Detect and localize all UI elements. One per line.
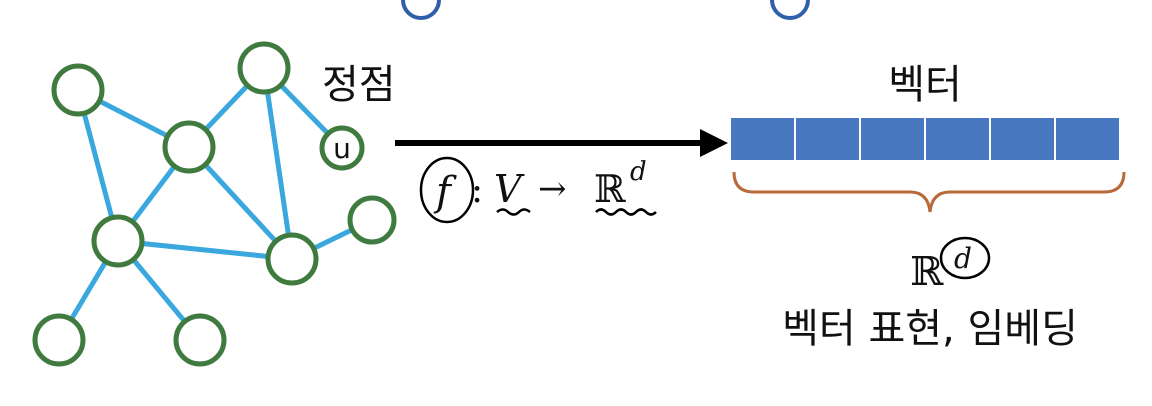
- function-symbol: f: [433, 169, 457, 215]
- vector-title: 벡터: [888, 62, 962, 108]
- graph-node: [162, 120, 216, 174]
- domain-symbol: V: [494, 167, 525, 211]
- circle-mark-left: [401, 0, 441, 20]
- graph-node: [265, 232, 319, 286]
- dimension-circle-mark: [939, 236, 991, 280]
- codomain-exponent: d: [630, 157, 647, 187]
- graph-node-u: [319, 125, 365, 171]
- vector-cell: [729, 116, 796, 162]
- graph-node: [32, 313, 86, 367]
- colon-symbol: :: [471, 170, 483, 211]
- domain-underline-mark: [496, 208, 531, 216]
- vector-bar: [729, 116, 1121, 162]
- graph-node: [173, 313, 227, 367]
- vector-cell: [794, 116, 861, 162]
- function-circle-mark: [419, 156, 475, 224]
- vector-cell: [924, 116, 991, 162]
- vector-space-label: ℝ d: [910, 236, 991, 295]
- graph-node: [51, 63, 105, 117]
- mapping-arrow: [395, 129, 728, 157]
- space-symbol: ℝ: [910, 249, 944, 295]
- vector-caption: 벡터 표현, 임베딩: [782, 306, 1078, 352]
- mapping-formula: f : V → ℝ d: [419, 156, 657, 224]
- codomain-underline-mark: [595, 208, 657, 216]
- vector-cell: [859, 116, 926, 162]
- graph-node: [237, 41, 291, 95]
- circle-mark-right: [770, 0, 810, 20]
- vector-cell: [989, 116, 1056, 162]
- arrow-symbol: →: [538, 169, 567, 209]
- space-exponent: d: [954, 242, 972, 275]
- codomain-symbol: ℝ: [594, 167, 626, 211]
- graph-node: [347, 195, 397, 245]
- graph-node: [91, 214, 145, 268]
- vector-cell: [1054, 116, 1121, 162]
- graph-edge: [117, 238, 293, 262]
- vertex-label: 정점: [322, 62, 396, 108]
- graph-node-u-label: u: [333, 132, 351, 165]
- graph-nodes: u: [32, 41, 397, 367]
- graph-edges: [56, 66, 374, 342]
- top-cropped-marks: [401, 0, 810, 20]
- vector-brace: [732, 171, 1126, 213]
- graph-edge: [261, 67, 295, 260]
